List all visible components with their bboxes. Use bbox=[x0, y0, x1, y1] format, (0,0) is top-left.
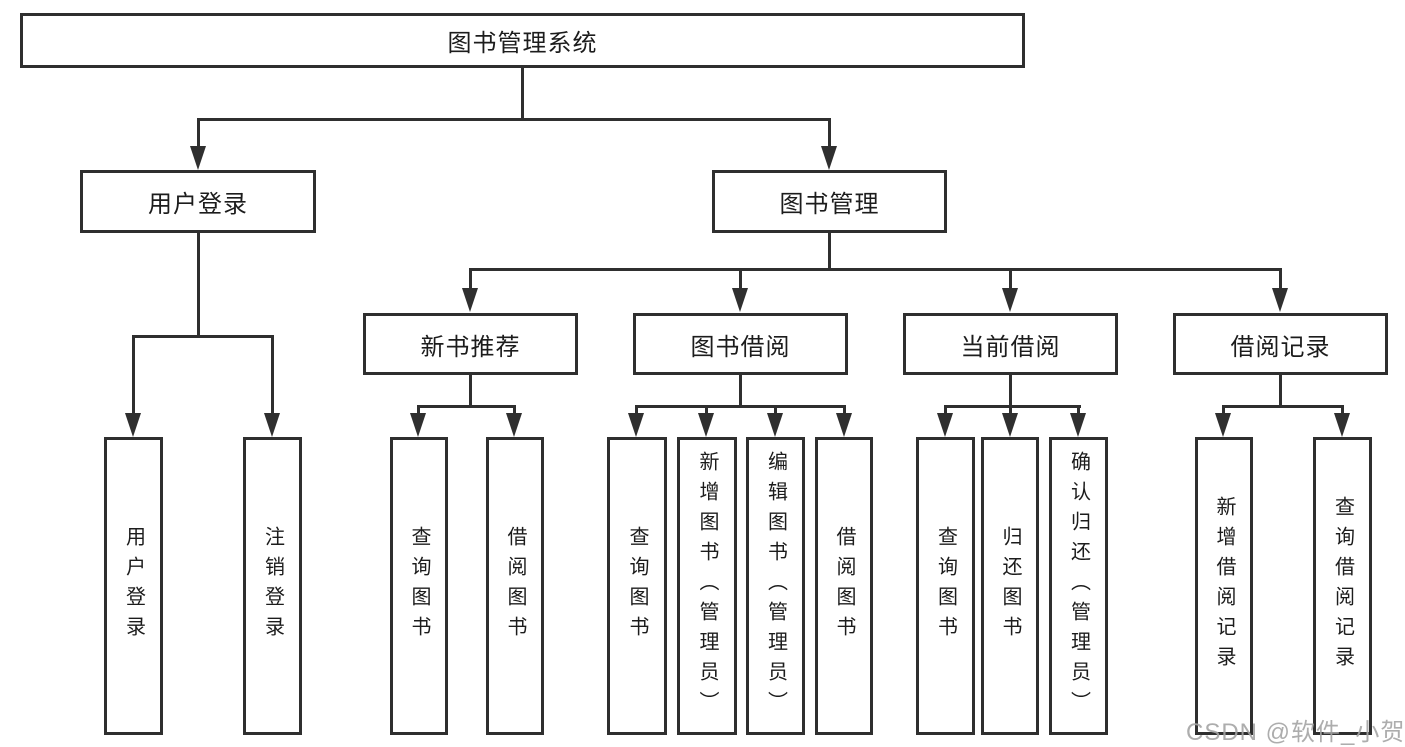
connector-vline bbox=[774, 405, 777, 417]
node-add-book-admin-label: 新增图书（管理员） bbox=[696, 451, 718, 721]
watermark: CSDN @软件_小贺同学 bbox=[1186, 719, 1405, 746]
connector-vline bbox=[843, 405, 846, 417]
arrow-down-icon bbox=[1215, 413, 1231, 437]
arrow-down-icon bbox=[732, 288, 748, 312]
node-user-login: 用户登录 bbox=[80, 170, 316, 233]
arrow-down-icon bbox=[836, 413, 852, 437]
connector-vline bbox=[197, 118, 200, 148]
node-query-borrow-record-label: 查询借阅记录 bbox=[1331, 496, 1354, 676]
connector-vline bbox=[705, 405, 708, 417]
node-book-borrow: 图书借阅 bbox=[633, 313, 848, 375]
connector-hline bbox=[197, 118, 831, 121]
connector-vline bbox=[1009, 375, 1012, 408]
node-borrow-book-recommend: 借阅图书 bbox=[486, 437, 544, 735]
arrow-down-icon bbox=[937, 413, 953, 437]
arrow-down-icon bbox=[821, 146, 837, 170]
arrow-down-icon bbox=[1334, 413, 1350, 437]
node-logout: 注销登录 bbox=[243, 437, 302, 735]
connector-hline bbox=[469, 268, 1282, 271]
arrow-down-icon bbox=[1070, 413, 1086, 437]
connector-vline bbox=[1341, 405, 1344, 417]
node-confirm-return-admin-label: 确认归还（管理员） bbox=[1067, 451, 1090, 721]
node-book-management: 图书管理 bbox=[712, 170, 947, 233]
node-book-management-label: 图书管理 bbox=[779, 191, 880, 218]
connector-vline bbox=[417, 405, 420, 417]
connector-hline bbox=[132, 335, 274, 338]
arrow-down-icon bbox=[1272, 288, 1288, 312]
node-query-book-recommend: 查询图书 bbox=[390, 437, 448, 735]
node-add-borrow-record: 新增借阅记录 bbox=[1195, 437, 1253, 735]
connector-vline bbox=[513, 405, 516, 417]
node-new-book-recommend-label: 新书推荐 bbox=[420, 333, 521, 361]
connector-vline bbox=[1222, 405, 1225, 417]
node-add-book-admin: 新增图书（管理员） bbox=[677, 437, 737, 735]
node-query-book-borrow-label: 查询图书 bbox=[626, 526, 648, 646]
arrow-down-icon bbox=[125, 413, 141, 437]
node-book-borrow-label: 图书借阅 bbox=[690, 333, 791, 361]
node-current-borrow: 当前借阅 bbox=[903, 313, 1118, 375]
connector-vline bbox=[469, 375, 472, 408]
node-login: 用户登录 bbox=[104, 437, 163, 735]
arrow-down-icon bbox=[767, 413, 783, 437]
node-user-login-label: 用户登录 bbox=[148, 191, 248, 218]
connector-hline bbox=[417, 405, 516, 408]
node-root-label: 图书管理系统 bbox=[447, 30, 598, 57]
arrow-down-icon bbox=[628, 413, 644, 437]
connector-vline bbox=[635, 405, 638, 417]
node-borrow-record-label: 借阅记录 bbox=[1230, 333, 1331, 361]
node-current-borrow-label: 当前借阅 bbox=[960, 333, 1061, 361]
node-query-book-borrow: 查询图书 bbox=[607, 437, 667, 735]
connector-vline bbox=[1279, 268, 1282, 292]
connector-vline bbox=[828, 233, 831, 271]
node-query-book-current: 查询图书 bbox=[916, 437, 975, 735]
node-query-book-current-label: 查询图书 bbox=[934, 526, 957, 646]
node-query-borrow-record: 查询借阅记录 bbox=[1313, 437, 1372, 735]
connector-hline bbox=[635, 405, 846, 408]
arrow-down-icon bbox=[410, 413, 426, 437]
connector-vline bbox=[469, 268, 472, 292]
node-borrow-book: 借阅图书 bbox=[815, 437, 873, 735]
node-root: 图书管理系统 bbox=[20, 13, 1025, 68]
arrow-down-icon bbox=[506, 413, 522, 437]
node-borrow-record: 借阅记录 bbox=[1173, 313, 1388, 375]
arrow-down-icon bbox=[264, 413, 280, 437]
node-logout-label: 注销登录 bbox=[261, 526, 284, 646]
node-borrow-book-recommend-label: 借阅图书 bbox=[504, 526, 526, 646]
connector-vline bbox=[944, 405, 947, 417]
connector-vline bbox=[1009, 405, 1012, 417]
node-edit-book-admin: 编辑图书（管理员） bbox=[746, 437, 805, 735]
connector-vline bbox=[828, 118, 831, 148]
node-edit-book-admin-label: 编辑图书（管理员） bbox=[764, 451, 787, 721]
connector-hline bbox=[944, 405, 1081, 408]
arrow-down-icon bbox=[1002, 288, 1018, 312]
connector-vline bbox=[521, 68, 524, 121]
node-new-book-recommend: 新书推荐 bbox=[363, 313, 578, 375]
node-query-book-recommend-label: 查询图书 bbox=[408, 526, 430, 646]
connector-vline bbox=[132, 335, 135, 415]
connector-vline bbox=[739, 268, 742, 292]
arrow-down-icon bbox=[462, 288, 478, 312]
connector-vline bbox=[197, 233, 200, 338]
connector-vline bbox=[1077, 405, 1080, 417]
arrow-down-icon bbox=[190, 146, 206, 170]
node-borrow-book-label: 借阅图书 bbox=[833, 526, 855, 646]
connector-vline bbox=[1009, 268, 1012, 292]
arrow-down-icon bbox=[698, 413, 714, 437]
node-login-label: 用户登录 bbox=[122, 526, 145, 646]
node-confirm-return-admin: 确认归还（管理员） bbox=[1049, 437, 1108, 735]
connector-vline bbox=[1279, 375, 1282, 408]
connector-vline bbox=[271, 335, 274, 415]
connector-vline bbox=[739, 375, 742, 408]
arrow-down-icon bbox=[1002, 413, 1018, 437]
connector-hline bbox=[1222, 405, 1344, 408]
node-return-book-label: 归还图书 bbox=[999, 526, 1021, 646]
node-return-book: 归还图书 bbox=[981, 437, 1039, 735]
node-add-borrow-record-label: 新增借阅记录 bbox=[1213, 496, 1235, 676]
